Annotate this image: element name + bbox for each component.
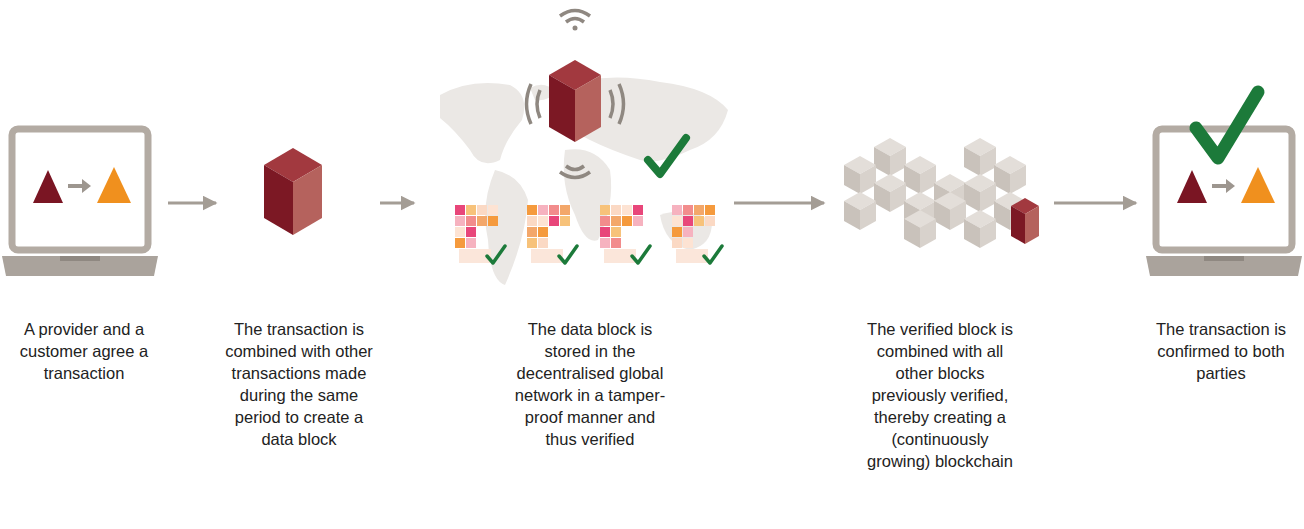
stage-node: The verified block is combined with all … <box>830 115 1050 472</box>
cubes <box>264 60 1039 248</box>
cube <box>964 210 996 248</box>
cube <box>874 138 906 176</box>
signal-waves <box>527 11 624 178</box>
laptop-icon <box>2 129 158 276</box>
stage-caption: A provider and a customer agree a transa… <box>9 318 159 384</box>
cube <box>844 156 876 194</box>
cube <box>549 60 601 142</box>
flow-arrow <box>380 202 414 205</box>
cube <box>964 174 996 212</box>
cube <box>964 138 996 176</box>
cube <box>904 210 936 248</box>
cube <box>264 148 322 235</box>
flow-arrow <box>734 202 824 205</box>
cube <box>844 192 876 230</box>
stage-caption: The transaction is confirmed to both par… <box>1146 318 1296 384</box>
cube <box>904 156 936 194</box>
flow-arrow <box>1054 202 1136 205</box>
node-grids <box>455 205 722 263</box>
stage-caption: The verified block is combined with all … <box>864 318 1016 472</box>
stage-node: The data block is stored in the decentra… <box>420 115 730 450</box>
check-mark <box>648 138 686 174</box>
cube <box>994 156 1026 194</box>
stage-node: A provider and a customer agree a transa… <box>4 115 164 384</box>
check-mark <box>1196 92 1258 158</box>
stage-node: The transaction is confirmed to both par… <box>1142 115 1300 384</box>
flow-arrow <box>168 202 216 205</box>
stage-caption: The transaction is combined with other t… <box>224 318 374 450</box>
cube <box>934 192 966 230</box>
stage-node: The transaction is combined with other t… <box>222 115 376 450</box>
stage-caption: The data block is stored in the decentra… <box>514 318 666 450</box>
cube <box>1011 198 1039 244</box>
cube <box>874 174 906 212</box>
